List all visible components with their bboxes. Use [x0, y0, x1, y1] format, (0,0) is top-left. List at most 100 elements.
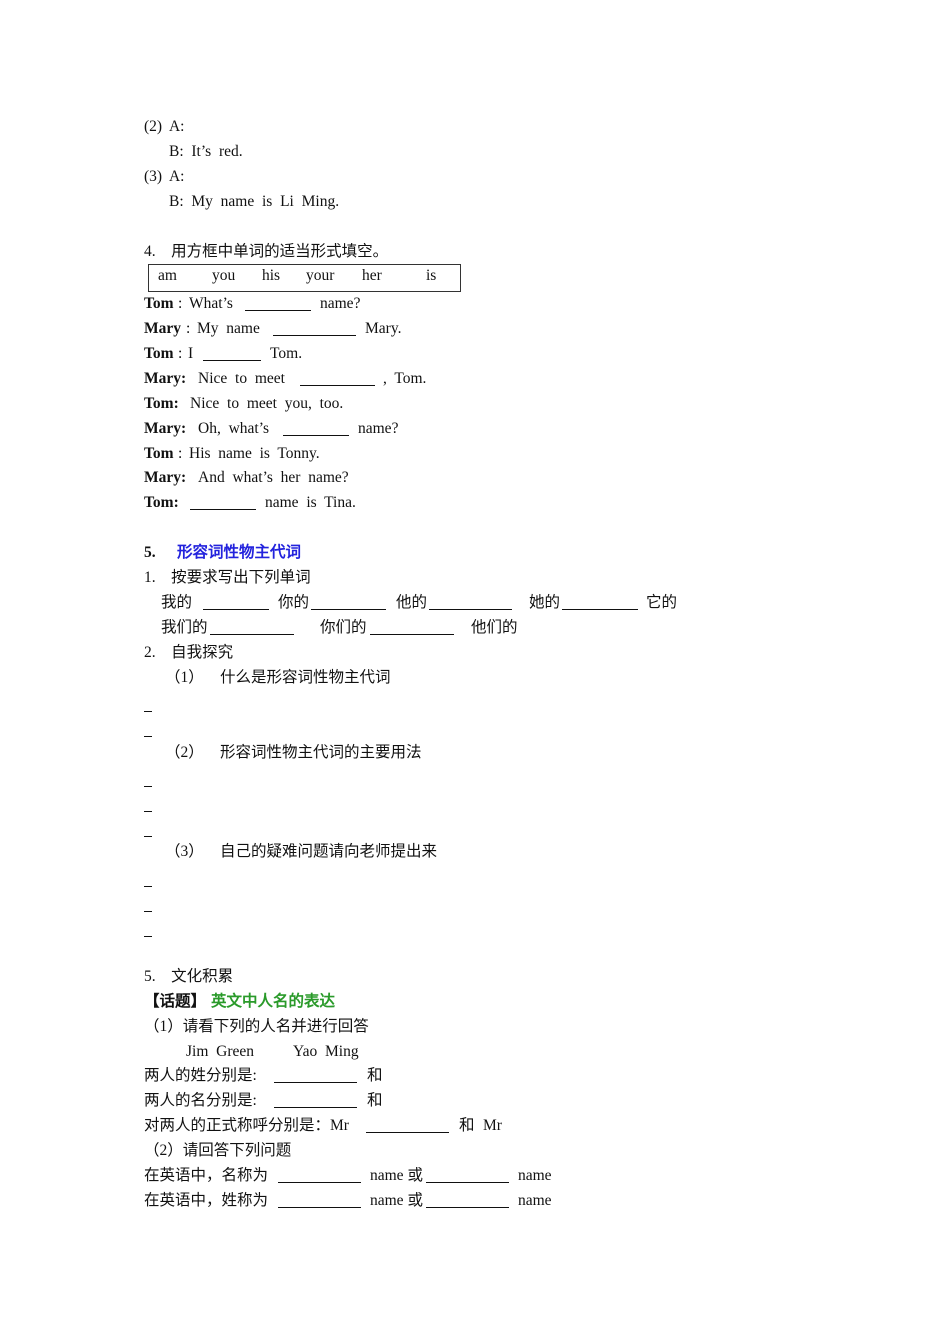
- answer-blank[interactable]: [274, 1107, 357, 1108]
- speaker: Mary: [144, 320, 182, 337]
- dialog-text: And what’s her name?: [198, 469, 349, 486]
- q3-p2-b: B: It’s red.: [169, 143, 243, 160]
- dialog-text: My name: [197, 320, 260, 337]
- answer-line[interactable]: [144, 911, 152, 912]
- pronoun-label: 我们的: [161, 619, 208, 636]
- dialog-text: I: [188, 345, 194, 362]
- word: you: [212, 267, 236, 284]
- speaker: Mary:: [144, 370, 187, 387]
- culture-p2: （2）请回答下列问题: [144, 1142, 292, 1159]
- answer-line[interactable]: [144, 811, 152, 812]
- answer-blank[interactable]: [273, 335, 356, 336]
- answer-line[interactable]: [144, 836, 152, 837]
- answer-blank[interactable]: [203, 609, 269, 610]
- answer-blank[interactable]: [274, 1082, 357, 1083]
- name-or-text: name 或: [370, 1167, 423, 1184]
- dialog-text: name is Tina.: [265, 494, 356, 511]
- answer-blank[interactable]: [300, 385, 375, 386]
- answer-blank[interactable]: [429, 609, 512, 610]
- word: his: [262, 267, 281, 284]
- dialog-text: name?: [320, 295, 361, 312]
- answer-blank[interactable]: [203, 360, 261, 361]
- answer-blank[interactable]: [426, 1182, 509, 1183]
- q3-p2-a: (2) A:: [144, 118, 185, 135]
- culture-title: 5. 文化积累: [144, 968, 234, 985]
- q5-s2: 2. 自我探究: [144, 644, 234, 661]
- given-name-term-question: 在英语中，名称为: [144, 1167, 269, 1184]
- word: her: [362, 267, 382, 284]
- q4-title: 4. 用方框中单词的适当形式填空。: [144, 243, 389, 260]
- dialog-text: Tom.: [270, 345, 303, 362]
- item-number: （3）: [165, 843, 204, 860]
- family-name-term-question: 在英语中，姓称为: [144, 1192, 269, 1209]
- answer-blank[interactable]: [245, 310, 311, 311]
- q5-number: 5.: [144, 544, 156, 561]
- answer-blank[interactable]: [190, 509, 256, 510]
- name-or-text: name 或: [370, 1192, 423, 1209]
- answer-line[interactable]: [144, 711, 152, 712]
- q5-title: 形容词性物主代词: [177, 544, 302, 561]
- answer-blank[interactable]: [370, 634, 454, 635]
- speaker: Tom: [144, 345, 174, 362]
- answer-line[interactable]: [144, 736, 152, 737]
- speaker: Tom:: [144, 494, 179, 511]
- and-text: 和: [459, 1117, 475, 1134]
- word-box: [148, 264, 461, 292]
- answer-line[interactable]: [144, 886, 152, 887]
- culture-p1: （1）请看下列的人名并进行回答: [144, 1018, 369, 1035]
- item-number: （1）: [165, 669, 204, 686]
- item-text: 什么是形容词性物主代词: [220, 669, 391, 686]
- item-text: 自己的疑难问题请向老师提出来: [220, 843, 438, 860]
- answer-blank[interactable]: [366, 1132, 449, 1133]
- pronoun-label: 它的: [646, 594, 678, 611]
- speaker: Tom: [144, 445, 174, 462]
- topic-title: 英文中人名的表达: [211, 993, 336, 1010]
- name-text: name: [518, 1167, 552, 1184]
- answer-blank[interactable]: [278, 1182, 361, 1183]
- dialog-text: Mary.: [365, 320, 402, 337]
- answer-line[interactable]: [144, 936, 152, 937]
- dialog-text: name?: [358, 420, 399, 437]
- dialog-text: Nice to meet you, too.: [190, 395, 344, 412]
- pronoun-label: 她的: [529, 594, 561, 611]
- q3-p3-b: B: My name is Li Ming.: [169, 193, 340, 210]
- answer-blank[interactable]: [278, 1207, 361, 1208]
- answer-blank[interactable]: [210, 634, 294, 635]
- speaker: Mary:: [144, 469, 187, 486]
- answer-line[interactable]: [144, 786, 152, 787]
- name-text: name: [518, 1192, 552, 1209]
- word: am: [158, 267, 177, 284]
- answer-blank[interactable]: [311, 609, 386, 610]
- item-number: （2）: [165, 744, 204, 761]
- pronoun-label: 他们的: [471, 619, 518, 636]
- dialog-text: Nice to meet: [198, 370, 285, 387]
- answer-blank[interactable]: [562, 609, 638, 610]
- dialog-text: His name is Tonny.: [189, 445, 320, 462]
- and-text: 和: [367, 1067, 383, 1084]
- name-example: Jim Green: [186, 1043, 255, 1060]
- dialog-text: What’s: [189, 295, 233, 312]
- pronoun-label: 我的: [161, 594, 193, 611]
- dialog-text: Oh, what’s: [198, 420, 270, 437]
- pronoun-label: 你们的: [320, 619, 367, 636]
- q5-s1: 1. 按要求写出下列单词: [144, 569, 311, 586]
- speaker: Tom:: [144, 395, 179, 412]
- q3-p3-a: (3) A:: [144, 168, 185, 185]
- topic-tag: 【话题】: [144, 993, 207, 1010]
- dialog-text: , Tom.: [383, 370, 427, 387]
- speaker: Tom: [144, 295, 174, 312]
- surname-question: 两人的姓分别是:: [144, 1067, 257, 1084]
- word: your: [306, 267, 335, 284]
- given-name-question: 两人的名分别是:: [144, 1092, 257, 1109]
- word: is: [426, 267, 437, 284]
- title-question: 对两人的正式称呼分别是：Mr: [144, 1117, 349, 1134]
- pronoun-label: 你的: [278, 594, 310, 611]
- answer-blank[interactable]: [283, 435, 349, 436]
- answer-blank[interactable]: [426, 1207, 509, 1208]
- name-example: Yao Ming: [293, 1043, 359, 1060]
- and-text: 和: [367, 1092, 383, 1109]
- mr-text: Mr: [483, 1117, 502, 1134]
- item-text: 形容词性物主代词的主要用法: [220, 744, 422, 761]
- speaker: Mary:: [144, 420, 187, 437]
